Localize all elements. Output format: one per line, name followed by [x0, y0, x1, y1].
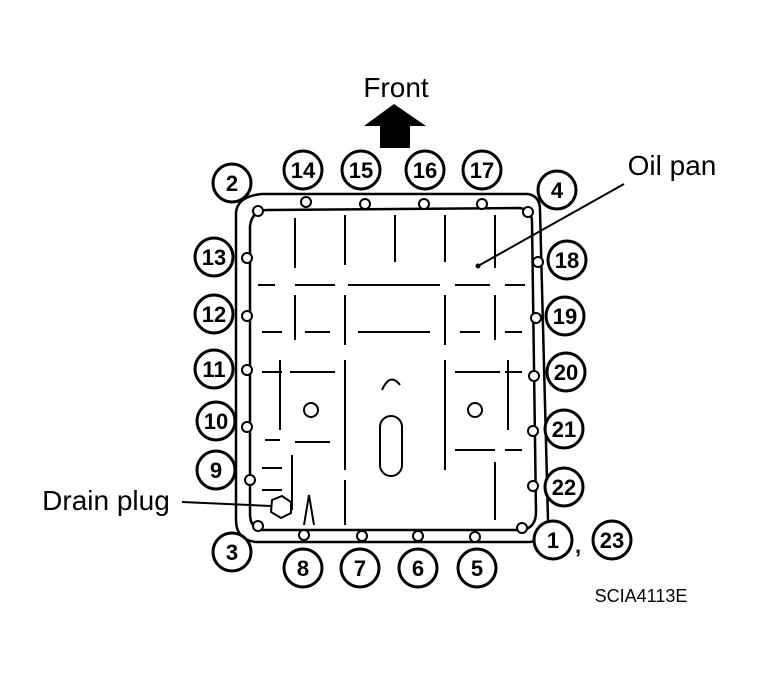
bolt-callout-circle — [193, 293, 235, 335]
bolt-callout-8: 8 — [282, 547, 324, 589]
bolt-number: 1 — [547, 528, 559, 553]
oil-pan-leader-dot — [475, 263, 481, 269]
bolt-callout-16: 16 — [404, 149, 446, 191]
bolt-callout-circle — [536, 169, 578, 211]
drain-plug-leader — [181, 501, 272, 507]
bolt-callout-19: 19 — [544, 295, 586, 337]
bolt-callout-22: 22 — [543, 466, 585, 508]
bolt-callout-14: 14 — [282, 149, 324, 191]
bolt-callout-15: 15 — [340, 149, 382, 191]
bolt-number: 13 — [202, 245, 226, 270]
bolt-callout-13: 13 — [193, 236, 235, 278]
oil-pan-label: Oil pan — [628, 150, 717, 181]
bolt-number: 7 — [354, 556, 366, 581]
bolt-callout-circle — [339, 547, 381, 589]
oil-pan-leader — [477, 183, 625, 267]
bolt-callout-7: 7 — [339, 547, 381, 589]
bolt-number: 2 — [226, 171, 238, 196]
bolt-callout-circle — [195, 400, 237, 442]
bolt-number: 5 — [471, 556, 483, 581]
bolt-callout-circle — [193, 236, 235, 278]
bolt-comma: , — [575, 533, 581, 558]
bolt-callout-circle — [545, 351, 587, 393]
bolt-callout-20: 20 — [545, 351, 587, 393]
oil-pan-outline — [234, 192, 550, 544]
bolt-callout-circle — [543, 466, 585, 508]
bolt-callout-10: 10 — [195, 400, 237, 442]
bolt-number: 17 — [470, 158, 494, 183]
bolt-callout-3: 3 — [211, 531, 253, 573]
bolt-callout-circle — [282, 547, 324, 589]
bolt-callout-circle — [195, 449, 237, 491]
bolt-number: 21 — [552, 417, 576, 442]
bolt-number: 14 — [291, 158, 316, 183]
bolt-callout-circle — [211, 531, 253, 573]
drain-plug-label: Drain plug — [42, 485, 170, 516]
bolt-number: 8 — [297, 556, 309, 581]
bolt-number: 9 — [210, 458, 222, 483]
bolt-number: 20 — [554, 360, 578, 385]
bolt-callout-1: 1 — [532, 519, 574, 561]
bolt-callout-21: 21 — [543, 408, 585, 450]
bolt-callout-9: 9 — [195, 449, 237, 491]
bolt-callout-23: 23 — [591, 519, 633, 561]
bolt-callout-circle — [591, 519, 633, 561]
bolt-holes — [241, 196, 544, 543]
bolt-callout-6: 6 — [397, 547, 439, 589]
bolt-number: 10 — [204, 409, 228, 434]
bolt-callout-circle — [544, 295, 586, 337]
drain-plug-icon — [269, 494, 292, 520]
bolt-number: 22 — [552, 475, 576, 500]
bolt-callout-circle — [546, 239, 588, 281]
bolt-callout-circle — [404, 149, 446, 191]
bolt-number: 19 — [553, 304, 577, 329]
bolt-number: 23 — [600, 528, 624, 553]
bolt-callout-18: 18 — [546, 239, 588, 281]
bolt-callout-circle — [532, 519, 574, 561]
bolt-callout-circle — [193, 348, 235, 390]
bolt-callout-circle — [456, 547, 498, 589]
bolt-callout-5: 5 — [456, 547, 498, 589]
bolt-callout-circle — [211, 162, 253, 204]
bolt-number: 11 — [202, 357, 225, 382]
bolt-callout-circle — [397, 547, 439, 589]
bolt-callout-12: 12 — [193, 293, 235, 335]
bolt-number: 4 — [551, 178, 564, 203]
bolt-callout-11: 11 — [193, 348, 235, 390]
bolt-number: 15 — [349, 158, 373, 183]
bolt-callout-2: 2 — [211, 162, 253, 204]
front-arrow-icon — [364, 104, 426, 148]
bolt-callout-17: 17 — [461, 149, 503, 191]
bolt-number: 18 — [555, 248, 579, 273]
bolt-callout-circle — [461, 149, 503, 191]
bolt-callout-circle — [543, 408, 585, 450]
oil-pan-center-features — [303, 378, 483, 477]
front-label: Front — [363, 72, 429, 103]
bolt-number: 16 — [413, 158, 437, 183]
bolt-callout-circle — [282, 149, 324, 191]
oil-pan-ribs — [258, 215, 525, 526]
bolt-callout-4: 4 — [536, 169, 578, 211]
bolt-callout-circle — [340, 149, 382, 191]
bolt-number: 3 — [226, 540, 238, 565]
bolt-number: 12 — [202, 302, 226, 327]
figure-code: SCIA4113E — [595, 586, 688, 606]
bolt-number: 6 — [412, 556, 424, 581]
